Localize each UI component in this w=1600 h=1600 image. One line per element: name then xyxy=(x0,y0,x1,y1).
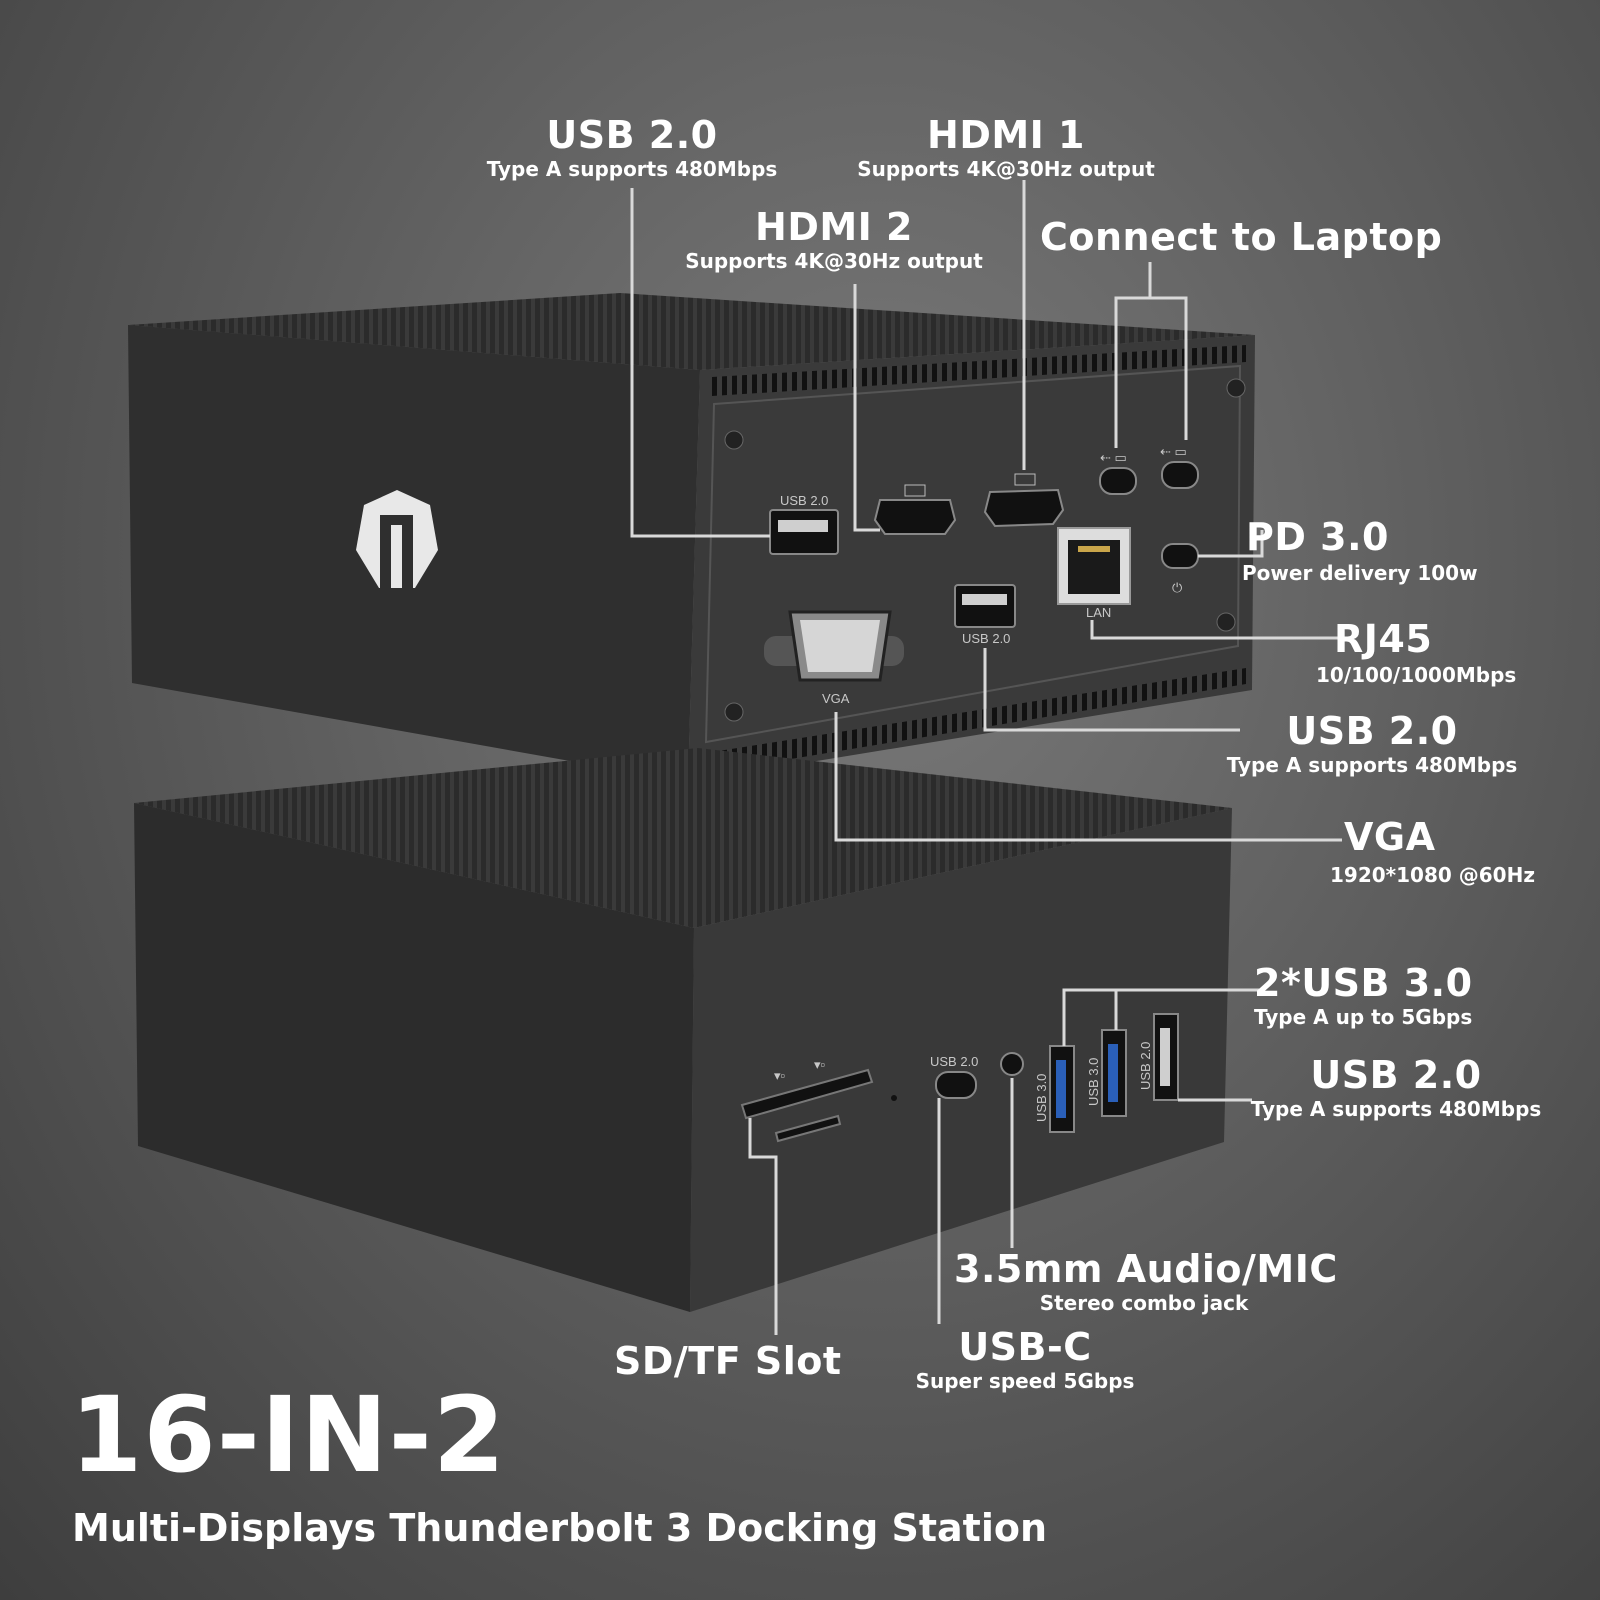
callout-subtitle: Type A supports 480Mbps xyxy=(1250,1097,1542,1121)
usb20-port-label: USB 2.0 xyxy=(1138,1042,1153,1090)
power-icon: ⏻ xyxy=(1172,580,1182,595)
callout-usbc: USB-C Super speed 5Gbps xyxy=(880,1326,1170,1394)
top-unit-roof xyxy=(128,293,1255,370)
callout-subtitle: Power delivery 100w xyxy=(1242,561,1478,585)
bottom-dock-unit: ▾▫ ▾▫ USB 2.0 USB 3.0 USB 3.0 USB 2.0 xyxy=(134,748,1232,1312)
callout-title: USB 2.0 xyxy=(1286,709,1458,753)
callout-subtitle: Super speed 5Gbps xyxy=(915,1369,1135,1393)
callout-usb20-low: USB 2.0 Type A supports 480Mbps xyxy=(1236,1054,1556,1122)
usb-laptop-icon: ⇠ ▭ xyxy=(1160,444,1187,459)
leader-vga xyxy=(834,712,1342,842)
screw-icon xyxy=(1226,378,1246,398)
lan-port-label: LAN xyxy=(1086,605,1111,620)
status-led xyxy=(891,1095,897,1101)
hdmi2-port xyxy=(873,499,957,535)
thunderbolt-port-2 xyxy=(1161,461,1199,489)
callout-subtitle: Type A supports 480Mbps xyxy=(1226,753,1518,777)
callout-usb30: 2*USB 3.0 Type A up to 5Gbps xyxy=(1254,962,1473,1030)
pd-port xyxy=(1161,543,1199,569)
callout-pd: PD 3.0 xyxy=(1246,516,1389,558)
callout-title: USB 2.0 xyxy=(1310,1053,1482,1097)
screw-icon xyxy=(724,430,744,450)
callout-hdmi2: HDMI 2 Supports 4K@30Hz output xyxy=(664,206,1004,274)
callout-title: HDMI 2 xyxy=(755,205,913,249)
sd-card-icon: ▾▫ xyxy=(774,1068,785,1083)
callout-subtitle: 1920*1080 @60Hz xyxy=(1330,863,1535,887)
usb30-port-label: USB 3.0 xyxy=(1086,1058,1101,1106)
headline: 16-IN-2 xyxy=(70,1374,507,1496)
bottom-unit-front xyxy=(690,808,1232,1312)
audio-jack xyxy=(1000,1052,1024,1076)
hdmi-icon xyxy=(904,484,926,497)
tf-card-slot xyxy=(774,1114,842,1143)
leader-pd xyxy=(1198,530,1264,558)
usb20-port-label: USB 2.0 xyxy=(962,631,1010,646)
tagline: Multi-Displays Thunderbolt 3 Docking Sta… xyxy=(72,1506,1048,1550)
usb30-port-label: USB 3.0 xyxy=(1034,1074,1049,1122)
top-unit-vents-bottom xyxy=(712,668,1246,772)
callout-title: Connect to Laptop xyxy=(1040,215,1443,259)
callout-subtitle: Stereo combo jack xyxy=(1039,1291,1249,1315)
callout-connect-laptop: Connect to Laptop xyxy=(1040,215,1443,259)
leader-laptop xyxy=(1114,262,1152,448)
usb20-port-label: USB 2.0 xyxy=(780,493,828,508)
leader-sd xyxy=(748,1118,778,1335)
callout-sd: SD/TF Slot xyxy=(614,1340,842,1382)
callout-subtitle: Type A supports 480Mbps xyxy=(486,157,778,181)
callout-subtitle: Supports 4K@30Hz output xyxy=(685,249,983,273)
vga-port xyxy=(764,610,904,682)
callout-title: 3.5mm Audio/MIC xyxy=(954,1247,1338,1291)
leader-hdmi2 xyxy=(853,284,880,532)
thunderbolt-port-1 xyxy=(1099,467,1137,495)
screw-icon xyxy=(1216,612,1236,632)
callout-rj45: RJ45 xyxy=(1334,618,1432,660)
usb-c-port xyxy=(935,1071,977,1099)
callout-subtitle: Supports 4K@30Hz output xyxy=(857,157,1155,181)
top-dock-unit: USB 2.0 ⇠ ▭ ⇠ ▭ ⏻ LAN USB 2.0 VGA xyxy=(128,293,1255,782)
leader-lines xyxy=(630,180,1342,1335)
vga-port-label: VGA xyxy=(822,691,850,706)
screw-icon xyxy=(724,702,744,722)
leader-laptop-2 xyxy=(1150,296,1188,440)
callout-title: RJ45 xyxy=(1334,617,1433,661)
callout-rj45-sub: 10/100/1000Mbps xyxy=(1316,662,1516,688)
usb-laptop-icon: ⇠ ▭ xyxy=(1100,450,1127,465)
callout-title: 2*USB 3.0 xyxy=(1254,961,1473,1005)
top-unit-front-panel xyxy=(704,364,1242,744)
callout-pd-sub: Power delivery 100w xyxy=(1242,560,1478,586)
hdmi1-port xyxy=(983,488,1065,528)
callout-subtitle: Type A up to 5Gbps xyxy=(1254,1005,1473,1029)
callout-vga: VGA xyxy=(1344,816,1436,858)
tf-card-icon: ▾▫ xyxy=(814,1057,825,1072)
callout-title: USB 2.0 xyxy=(546,113,718,157)
hdmi-icon xyxy=(1014,473,1036,486)
leader-usb20-top xyxy=(630,188,770,538)
leader-usb30 xyxy=(1062,988,1262,1046)
callout-usb20-top: USB 2.0 Type A supports 480Mbps xyxy=(442,114,822,182)
usb-a-port-mid xyxy=(954,584,1016,628)
callout-title: USB-C xyxy=(958,1325,1092,1369)
callout-title: PD 3.0 xyxy=(1246,515,1389,559)
callout-audio: 3.5mm Audio/MIC Stereo combo jack xyxy=(954,1247,1338,1316)
bottom-unit-roof xyxy=(134,748,1232,928)
callout-hdmi1: HDMI 1 Supports 4K@30Hz output xyxy=(836,114,1176,182)
leader-usb20-mid xyxy=(983,648,1240,732)
sd-card-slot xyxy=(740,1068,874,1120)
callout-vga-sub: 1920*1080 @60Hz xyxy=(1330,862,1535,888)
brand-logo-icon xyxy=(356,490,438,588)
leader-rj45 xyxy=(1090,620,1338,640)
usbc-port-label: USB 2.0 xyxy=(930,1054,978,1069)
callout-usb20-mid: USB 2.0 Type A supports 480Mbps xyxy=(1212,710,1532,778)
callout-title: HDMI 1 xyxy=(927,113,1085,157)
callout-title: SD/TF Slot xyxy=(614,1339,842,1383)
callout-title: VGA xyxy=(1344,815,1436,859)
callout-subtitle: 10/100/1000Mbps xyxy=(1316,663,1517,687)
top-unit-vents-top xyxy=(712,345,1246,396)
bottom-unit-side xyxy=(134,803,694,1312)
